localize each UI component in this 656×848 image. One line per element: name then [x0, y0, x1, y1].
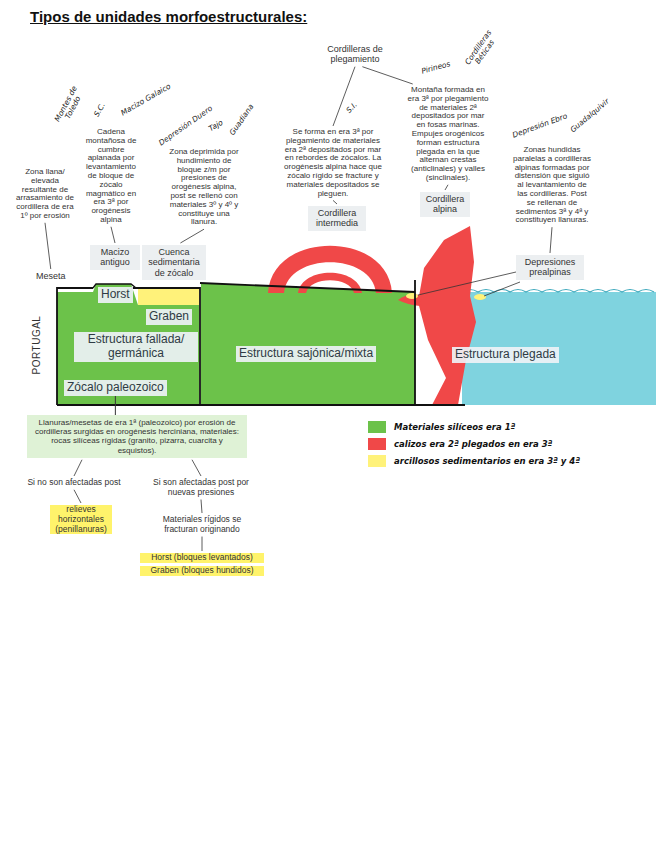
place-name: Tajo — [207, 119, 224, 134]
leader-line — [202, 537, 203, 551]
alpine-fold — [418, 226, 476, 405]
group-label: Cordilleras de plegamiento — [318, 44, 392, 65]
unit-label: Depresiones prealpinas — [516, 255, 584, 280]
region-label: Zócalo paleozoico — [64, 380, 167, 396]
legend-text: Materiales silíceos era 1ª — [394, 422, 515, 432]
annotation-text: Montaña formada en era 3ª por plegamient… — [406, 86, 490, 183]
country-label: PORTUGAL — [31, 316, 42, 375]
place-name: Macizo Galaico — [120, 82, 173, 117]
node-text: Cordillera alpina — [423, 194, 467, 215]
annotation-text: Zonas hundidas paralelas a cordilleras a… — [512, 146, 592, 225]
place-name: Pirineos — [421, 60, 452, 76]
sediment-patch — [474, 294, 486, 300]
node-text: Estructura sajónica/mixta — [239, 347, 373, 361]
node-text: Cordillera intermedia — [311, 208, 363, 229]
region-label: Estructura plegada — [452, 347, 559, 363]
leader-line — [45, 223, 51, 269]
unit-label: Cordillera intermedia — [308, 206, 366, 231]
annotation-text: Zona deprimida por hundimiento de bloque… — [166, 148, 242, 227]
page-title: Tipos de unidades morfoestructurales: — [30, 8, 307, 25]
place-name: Montes de Toledo — [51, 81, 88, 131]
branch-text: Materiales rígidos se fracturan originan… — [152, 515, 252, 535]
leader-line — [192, 460, 201, 476]
legend-text: calizos era 2ª plegados en era 3ª — [394, 439, 552, 449]
legend-swatch — [368, 455, 386, 467]
place-name: Guadiana — [228, 103, 255, 137]
unit-label: Cuenca sedimentaria de zócalo — [142, 245, 206, 280]
annotation-text: Zona llana/ elevada resultante de arrasa… — [14, 168, 76, 221]
legend-text: arcillosos sedimentarios en era 3ª y 4ª — [394, 456, 580, 466]
result-text: relieves horizontales (penillanuras) — [50, 505, 112, 534]
leader-line — [74, 460, 82, 476]
legend-swatch — [368, 421, 386, 433]
place-name: S.I. — [345, 101, 359, 115]
block-outline — [57, 280, 465, 405]
legend-row: calizos era 2ª plegados en era 3ª — [368, 438, 552, 450]
basin-sediment — [138, 287, 199, 305]
leader-line — [333, 200, 337, 204]
region-label: Graben — [146, 309, 192, 325]
leader-line — [333, 67, 355, 126]
leader-line — [550, 227, 552, 253]
node-text: Estructura plegada — [455, 348, 556, 362]
node-text: Estructura fallada/ germánica — [77, 333, 195, 361]
node-text: Llanuras/mesetas de era 1ª (paleozoico) … — [32, 418, 242, 455]
place-name: S.C. — [93, 102, 108, 119]
place-name: Depresión Duero — [158, 104, 215, 147]
leader-line — [418, 272, 520, 296]
leader-line — [201, 500, 202, 513]
place-name: Guadalquivir — [569, 97, 611, 134]
node-text: Zócalo paleozoico — [67, 381, 164, 395]
sea-wave — [462, 290, 654, 293]
node-text: Depresiones prealpinas — [519, 257, 581, 278]
block-outline — [57, 288, 200, 405]
result-text: Graben (bloques hundidos) — [140, 566, 264, 576]
leader-line — [111, 227, 115, 243]
node-text: Graben — [149, 310, 189, 324]
leader-line — [362, 67, 412, 84]
leader-line — [445, 185, 448, 190]
annotation-text: Se forma en era 3ª por plegamiento de ma… — [283, 128, 383, 198]
paleozoic-block — [57, 284, 199, 405]
unit-label: Macizo antiguo — [90, 245, 140, 270]
node-text: Macizo antiguo — [93, 247, 137, 268]
region-label: Estructura sajónica/mixta — [236, 346, 376, 362]
unit-name: Meseta — [36, 271, 66, 281]
region-label: Estructura fallada/ germánica — [74, 332, 198, 362]
unit-label: Cordillera alpina — [420, 192, 470, 217]
region-label: Horst — [98, 287, 133, 303]
result-text: Horst (bloques levantados) — [140, 553, 264, 563]
mixed-block — [201, 283, 415, 405]
sediment-patch — [406, 293, 418, 299]
node-text: Cuenca sedimentaria de zócalo — [145, 247, 203, 278]
legend-row: Materiales silíceos era 1ª — [368, 421, 515, 433]
connector-line — [115, 396, 116, 415]
place-name: Cordilleras Béticas — [460, 24, 503, 76]
node-text: Horst — [101, 288, 130, 302]
legend-row: arcillosos sedimentarios en era 3ª y 4ª — [368, 455, 580, 467]
leader-line — [74, 490, 81, 503]
branch-text: Si no son afectadas post — [18, 478, 130, 488]
legend-swatch — [368, 438, 386, 450]
explanation-box: Llanuras/mesetas de era 1ª (paleozoico) … — [27, 415, 247, 458]
annotation-text: Cadena montañosa de cumbre aplanada por … — [82, 128, 140, 225]
place-name: Depresión Ebro — [511, 112, 568, 140]
branch-text: Si son afectadas post por nuevas presion… — [145, 478, 257, 498]
leader-line — [180, 229, 204, 243]
